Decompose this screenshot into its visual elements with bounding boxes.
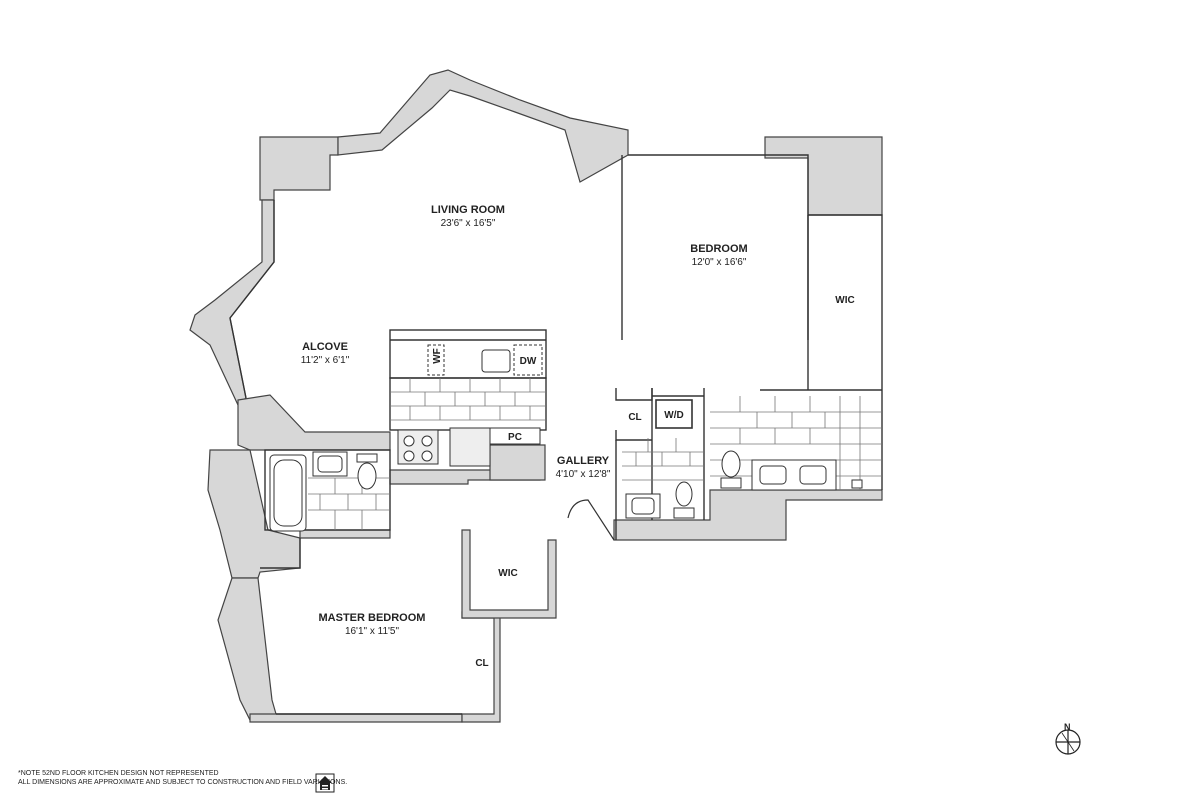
master-bedroom-name: MASTER BEDROOM [319, 612, 426, 624]
bedroom-wic-label: WIC [835, 295, 854, 306]
bedroom-name: BEDROOM [690, 243, 747, 255]
dishwasher-icon [513, 344, 543, 376]
tile-patterns [308, 378, 882, 530]
disclaimer-notes: *NOTE 52ND FLOOR KITCHEN DESIGN NOT REPR… [18, 769, 347, 787]
master-wic-label: WIC [498, 568, 517, 579]
wine-fridge-label: WF [432, 348, 443, 364]
living-room-name: LIVING ROOM [431, 204, 505, 216]
north-label: N [1064, 722, 1071, 732]
master-closet-label: CL [475, 658, 488, 669]
washer-dryer-icon [655, 399, 693, 429]
gallery-door [567, 499, 615, 541]
note-line-1: *NOTE 52ND FLOOR KITCHEN DESIGN NOT REPR… [18, 770, 219, 777]
washer-dryer-label: W/D [664, 410, 683, 421]
pantry-cabinet-icon [489, 427, 541, 445]
gallery-name: GALLERY [557, 455, 610, 467]
walls [189, 69, 883, 723]
wine-fridge-icon [427, 344, 445, 376]
alcove-dims: 11'2" x 6'1" [301, 355, 350, 366]
range-icon [397, 429, 439, 465]
master-bedroom-dims: 16'1" x 11'5" [345, 626, 400, 637]
north-arrow-icon [1055, 729, 1081, 755]
fixtures [269, 344, 863, 532]
toilet-icon [356, 453, 378, 463]
pantry-cabinet-label: PC [508, 432, 522, 443]
gallery-dims: 4'10" x 12'8" [556, 469, 611, 480]
living-room-dims: 23'6" x 16'5" [441, 218, 496, 229]
bedroom-dims: 12'0" x 16'6" [692, 257, 747, 268]
master-bath-toilet-icon [721, 450, 741, 478]
note-line-2: ALL DIMENSIONS ARE APPROXIMATE AND SUBJE… [18, 779, 348, 786]
small-bath-toilet-icon [675, 481, 693, 507]
equal-housing-opportunity-logo [315, 773, 335, 793]
gallery-closet-label: CL [628, 412, 641, 423]
kitchen-sink-icon [481, 349, 511, 373]
alcove-name: ALCOVE [302, 341, 348, 353]
refrigerator-icon [449, 427, 491, 467]
dishwasher-label: DW [520, 356, 537, 367]
